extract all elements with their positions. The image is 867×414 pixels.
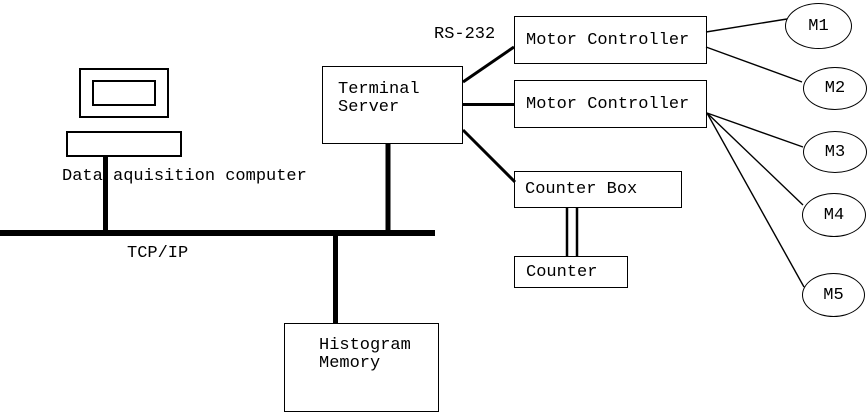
node-motor-m1: M1 bbox=[785, 3, 852, 49]
node-counter-box: Counter Box bbox=[514, 171, 682, 208]
rs232-label: RS-232 bbox=[434, 25, 496, 44]
data-acquisition-label: Data aquisition computer bbox=[62, 167, 307, 186]
motor-controller-1-label: Motor Controller bbox=[526, 30, 690, 50]
node-motor-m3: M3 bbox=[803, 131, 867, 173]
motor-m3-label: M3 bbox=[824, 142, 846, 162]
tcpip-label: TCP/IP bbox=[127, 244, 189, 263]
computer-keyboard-icon bbox=[66, 131, 182, 157]
node-motor-controller-1: Motor Controller bbox=[514, 16, 707, 64]
node-motor-controller-2: Motor Controller bbox=[514, 80, 707, 128]
node-motor-m5: M5 bbox=[802, 273, 865, 317]
computer-screen-icon bbox=[92, 80, 156, 106]
motor-controller-2-label: Motor Controller bbox=[526, 94, 690, 114]
motor-m2-label: M2 bbox=[824, 79, 846, 98]
counter-box-label: Counter Box bbox=[525, 180, 638, 199]
motor-m5-label: M5 bbox=[823, 285, 844, 305]
node-motor-m2: M2 bbox=[803, 67, 867, 110]
motor-m1-label: M1 bbox=[808, 16, 829, 36]
motor-m4-label: M4 bbox=[823, 205, 845, 225]
node-counter: Counter bbox=[514, 256, 628, 288]
counter-label: Counter bbox=[526, 262, 598, 282]
node-motor-m4: M4 bbox=[802, 193, 866, 237]
